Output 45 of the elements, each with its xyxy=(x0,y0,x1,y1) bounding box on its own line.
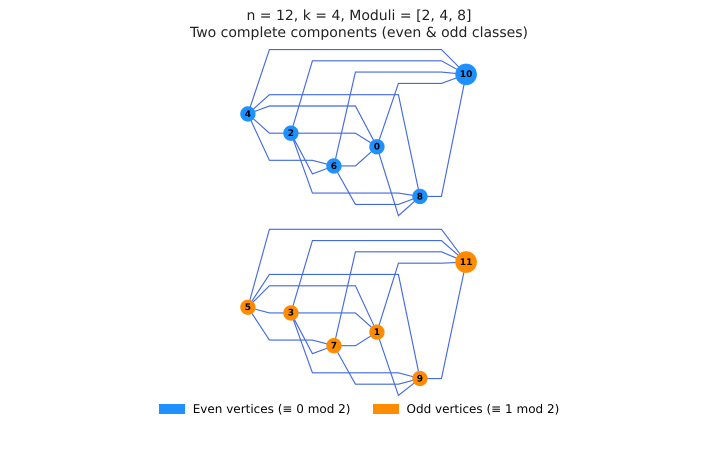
connector xyxy=(298,132,372,143)
connector xyxy=(292,240,459,306)
connector xyxy=(298,312,372,328)
node-circle xyxy=(284,125,300,140)
connector xyxy=(335,71,456,158)
connector xyxy=(292,60,458,126)
connector xyxy=(294,138,328,174)
connector xyxy=(342,335,372,346)
connector xyxy=(293,319,414,377)
graph-drawing: 4 2 5 3 6 0 7 1 8 10 9 11 xyxy=(236,44,482,400)
node-circle xyxy=(456,63,478,85)
node-circle xyxy=(456,250,478,272)
connector xyxy=(253,94,420,189)
connector xyxy=(250,48,460,107)
node-circle xyxy=(326,338,342,353)
connector xyxy=(252,273,420,371)
legend-text: Odd vertices (≡ 1 mod 2) xyxy=(406,402,560,416)
connector xyxy=(252,312,328,344)
node-circle xyxy=(284,304,300,320)
node-circle xyxy=(412,370,428,386)
connector xyxy=(253,118,284,134)
diagram-title: n = 12, k = 4, Moduli = [2, 4, 8] xyxy=(245,8,473,25)
connector xyxy=(255,308,284,313)
connector xyxy=(379,338,415,396)
diagram-subtitle: Two complete components (even & odd classes) xyxy=(188,25,530,42)
connector xyxy=(428,84,465,197)
connector xyxy=(250,120,328,164)
node-circle xyxy=(370,324,386,340)
connector xyxy=(250,228,461,300)
connector xyxy=(379,76,457,140)
node-circle xyxy=(240,106,256,122)
connector xyxy=(342,150,372,166)
node-circle xyxy=(412,188,428,204)
node-circle xyxy=(370,138,386,154)
node-circle xyxy=(326,158,342,174)
connector xyxy=(337,351,414,384)
connector xyxy=(294,318,328,354)
connector xyxy=(337,172,414,204)
legend-text: Even vertices (≡ 0 mod 2) xyxy=(192,402,350,416)
connector xyxy=(253,284,375,326)
connector xyxy=(335,250,457,338)
connector xyxy=(379,261,456,325)
node-circle xyxy=(240,299,256,314)
connector xyxy=(379,153,416,216)
connector xyxy=(428,272,465,379)
